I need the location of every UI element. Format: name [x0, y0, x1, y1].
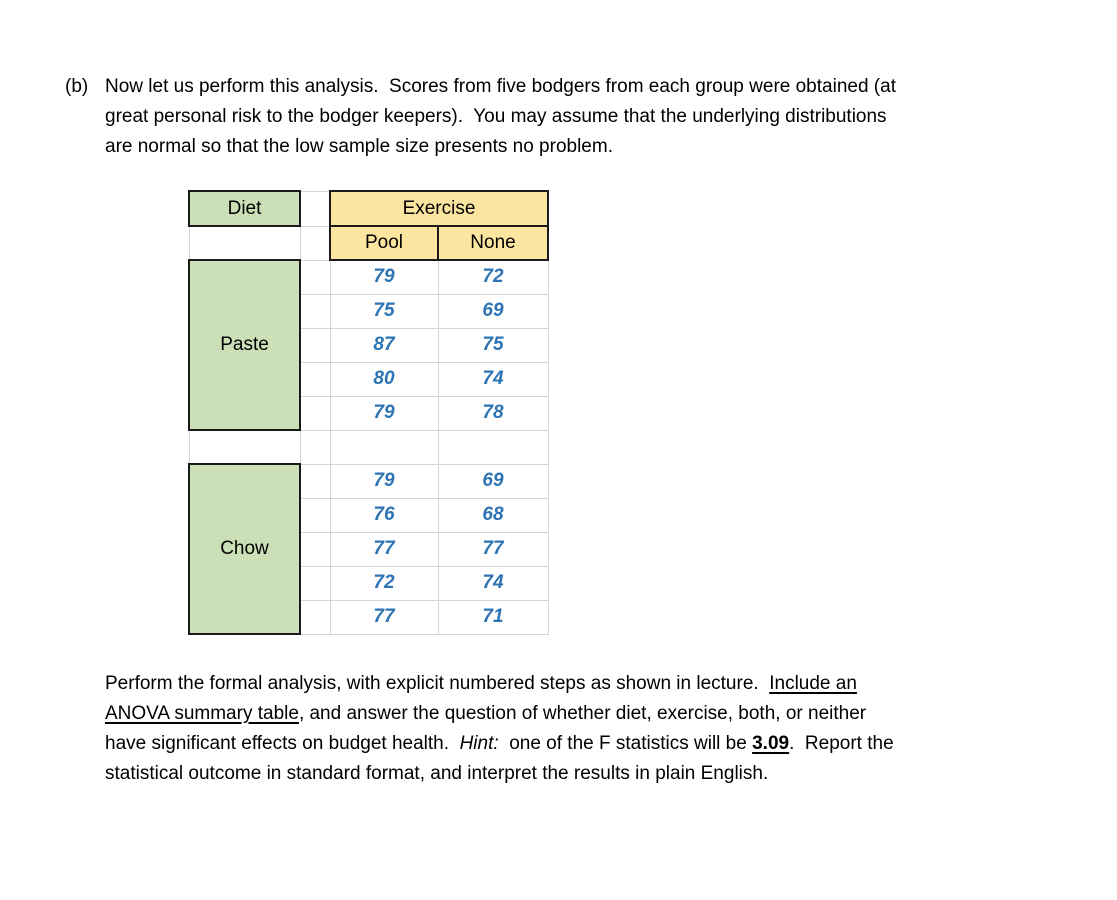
score-cell: 87	[329, 327, 439, 363]
gap-cell	[299, 429, 331, 465]
gap-cell	[299, 463, 331, 499]
exercise-header-cell: Exercise	[329, 190, 549, 227]
gap-cell	[299, 190, 331, 227]
empty-cell	[188, 429, 301, 465]
score-cell: 74	[437, 565, 549, 601]
score-cell: 77	[329, 599, 439, 635]
score-cell: 79	[329, 463, 439, 499]
empty-cell	[437, 429, 549, 465]
score-cell: 76	[329, 497, 439, 533]
score-cell: 77	[437, 531, 549, 567]
gap-cell	[299, 565, 331, 601]
hint-label: Hint:	[459, 733, 499, 754]
score-cell: 72	[437, 259, 549, 295]
gap-cell	[299, 361, 331, 397]
gap-cell	[299, 395, 331, 431]
closing-text: one of the F statistics will be	[498, 733, 753, 754]
f-statistic-value: 3.09	[752, 733, 790, 754]
intro-line-1: Now let us perform this analysis. Scores…	[105, 76, 896, 97]
score-cell: 69	[437, 463, 549, 499]
score-cell: 74	[437, 361, 549, 397]
score-cell: 72	[329, 565, 439, 601]
intro-line-3: are normal so that the low sample size p…	[105, 136, 613, 157]
chow-group-cell: Chow	[188, 463, 301, 635]
closing-text: , and answer the question of whether die…	[298, 703, 867, 724]
score-cell: 78	[437, 395, 549, 431]
score-cell: 79	[329, 395, 439, 431]
gap-cell	[299, 531, 331, 567]
underlined-text: ANOVA summary table	[105, 703, 299, 724]
gap-cell	[299, 599, 331, 635]
intro-line-2: great personal risk to the bodger keeper…	[105, 106, 887, 127]
score-cell: 71	[437, 599, 549, 635]
intro-text: Now let us perform this analysis. Scores…	[105, 72, 896, 162]
diet-header-cell: Diet	[188, 190, 301, 227]
paste-group-cell: Paste	[188, 259, 301, 431]
score-cell: 68	[437, 497, 549, 533]
closing-line-3: have significant effects on budget healt…	[105, 729, 894, 759]
closing-line-1: Perform the formal analysis, with explic…	[105, 669, 894, 699]
closing-line-4: statistical outcome in standard format, …	[105, 759, 894, 789]
gap-cell	[299, 293, 331, 329]
score-cell: 77	[329, 531, 439, 567]
empty-cell	[188, 225, 301, 261]
score-cell: 75	[437, 327, 549, 363]
underlined-text: Include an	[769, 673, 857, 694]
gap-cell	[299, 327, 331, 363]
gap-cell	[299, 259, 331, 295]
closing-line-2: ANOVA summary table, and answer the ques…	[105, 699, 894, 729]
scores-table: Diet Exercise Pool None Paste 79 72 75 6…	[188, 190, 549, 635]
score-cell: 79	[329, 259, 439, 295]
score-cell: 75	[329, 293, 439, 329]
closing-text: Perform the formal analysis, with explic…	[105, 673, 770, 694]
closing-text: have significant effects on budget healt…	[105, 733, 460, 754]
intro-paragraph: (b) Now let us perform this analysis. Sc…	[65, 72, 896, 162]
none-header-cell: None	[437, 225, 549, 261]
gap-cell	[299, 225, 331, 261]
closing-paragraph: Perform the formal analysis, with explic…	[105, 669, 894, 789]
gap-cell	[299, 497, 331, 533]
item-label-b: (b)	[65, 76, 89, 97]
closing-text: . Report the	[789, 733, 894, 754]
pool-header-cell: Pool	[329, 225, 439, 261]
score-cell: 69	[437, 293, 549, 329]
score-cell: 80	[329, 361, 439, 397]
empty-cell	[329, 429, 439, 465]
closing-text: statistical outcome in standard format, …	[105, 763, 769, 784]
